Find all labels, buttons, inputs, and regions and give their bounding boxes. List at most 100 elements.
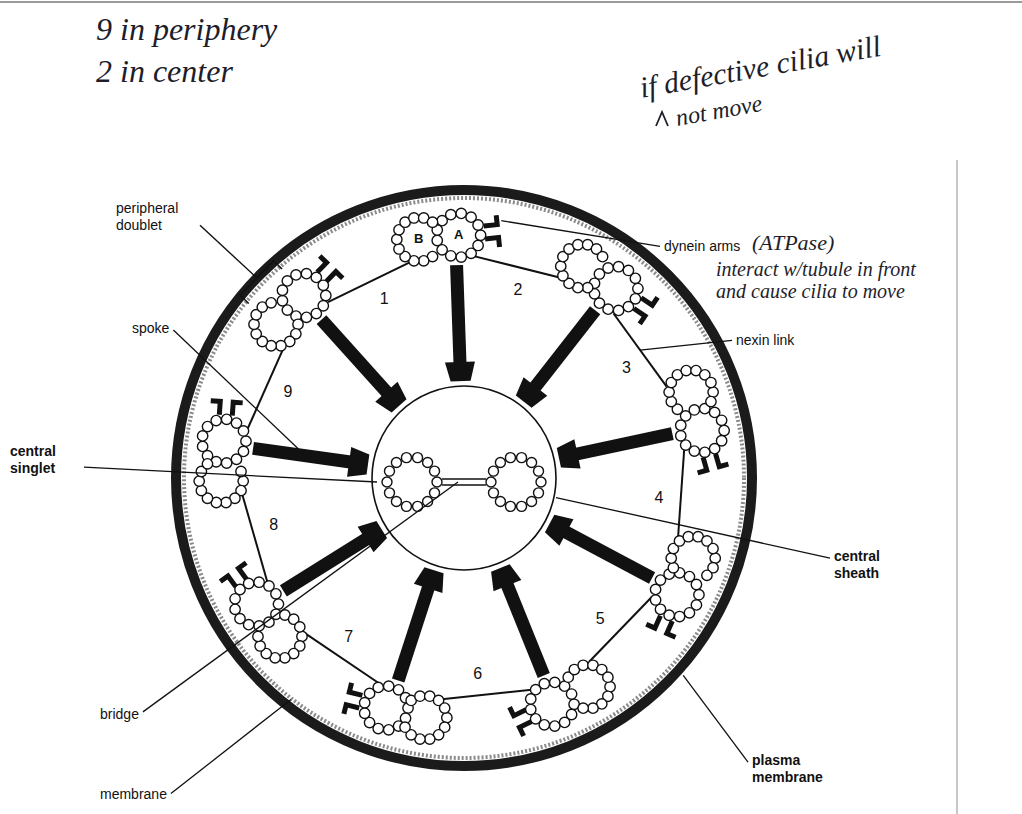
protofilament (432, 477, 442, 487)
radial-spoke (506, 583, 543, 676)
callout-number: 9 (283, 382, 292, 401)
protofilament (613, 305, 623, 315)
dynein-arm (645, 615, 662, 632)
spoke-head (557, 439, 581, 468)
protofilament (550, 721, 560, 731)
radial-spoke (575, 434, 673, 455)
protofilament (230, 604, 240, 614)
handwritten-note: (ATPase) (752, 230, 834, 256)
protofilament (603, 672, 613, 682)
callout-number: 5 (596, 609, 605, 628)
protofilament (196, 485, 206, 495)
protofilament (277, 296, 287, 306)
nexin-link (305, 633, 380, 684)
protofilament (633, 283, 643, 293)
protofilament (666, 553, 676, 563)
protofilament (668, 563, 678, 573)
protofilament (413, 453, 423, 463)
protofilament (691, 579, 701, 589)
protofilament (534, 466, 544, 476)
protofilament (401, 453, 411, 463)
protofilament (630, 273, 640, 283)
callout-number: 8 (269, 516, 278, 535)
leader-line (683, 675, 748, 762)
spoke-head (491, 564, 521, 591)
protofilament (505, 501, 515, 511)
nexin-links (242, 256, 684, 699)
callout-number: 7 (344, 627, 353, 646)
leader-lines (84, 221, 830, 794)
protofilament (432, 235, 442, 245)
protofilament (488, 488, 498, 498)
dynein-arm (346, 682, 363, 698)
central-sheath-ring (372, 386, 556, 570)
protofilament (495, 497, 505, 507)
protofilament (221, 458, 231, 468)
callout-number: 3 (622, 359, 631, 378)
protofilament (295, 622, 305, 632)
dynein-arm (507, 706, 527, 719)
dynein-arm (219, 572, 238, 588)
tubule-letter: A (454, 227, 463, 243)
protofilament (409, 213, 419, 223)
callout-number: 2 (514, 280, 523, 299)
nexin-link (442, 690, 532, 699)
protofilament (684, 608, 694, 618)
protofilament (446, 209, 456, 219)
protofilament (716, 415, 726, 425)
protofilament (582, 282, 592, 292)
protofilament (238, 476, 248, 486)
dynein-arm (484, 215, 500, 229)
protofilament (301, 268, 311, 278)
protofilament (700, 447, 710, 457)
tubule-letter: B (414, 232, 423, 248)
spoke-head (414, 567, 444, 593)
callout-number: 1 (380, 289, 389, 308)
protofilament (415, 691, 425, 701)
dynein-arm (713, 453, 729, 470)
protofilament (603, 263, 613, 273)
protofilament (708, 543, 718, 553)
handwritten-note: 2 in center (96, 52, 233, 90)
protofilament (382, 477, 392, 487)
leader-line (143, 482, 458, 712)
protofilament (681, 365, 691, 375)
part-label: central sheath (834, 548, 904, 582)
protofilament (556, 261, 566, 271)
spokes (253, 265, 672, 680)
protofilament (427, 217, 437, 227)
callout-number: 4 (654, 489, 663, 508)
part-label: plasma membrane (752, 752, 842, 786)
protofilament (650, 595, 660, 605)
nexin-link (242, 495, 267, 582)
protofilament (392, 234, 402, 244)
part-label: spoke (132, 320, 169, 337)
protofilament (202, 459, 212, 469)
handwritten-note: 9 in periphery (96, 10, 277, 48)
protofilament (708, 387, 718, 397)
protofilament (536, 477, 546, 487)
protofilament (194, 476, 204, 486)
protofilament (526, 704, 536, 714)
leader-line (556, 498, 830, 559)
dynein-arm (341, 702, 359, 715)
protofilament (254, 577, 264, 587)
protofilament (384, 466, 394, 476)
radial-spoke (398, 585, 429, 680)
radial-spoke (564, 531, 652, 578)
dynein-arm (697, 457, 710, 476)
protofilament (710, 553, 720, 563)
protofilament (475, 230, 485, 240)
spoke-head (516, 377, 547, 407)
protofilament (534, 488, 544, 498)
protofilament (702, 570, 712, 580)
spoke-head (347, 447, 369, 477)
protofilament (241, 436, 251, 446)
protofilament (253, 631, 263, 641)
protofilament (211, 415, 221, 425)
central-bridge (442, 479, 486, 485)
protofilament (505, 453, 515, 463)
radial-spoke (253, 448, 352, 462)
leader-line (501, 221, 660, 247)
